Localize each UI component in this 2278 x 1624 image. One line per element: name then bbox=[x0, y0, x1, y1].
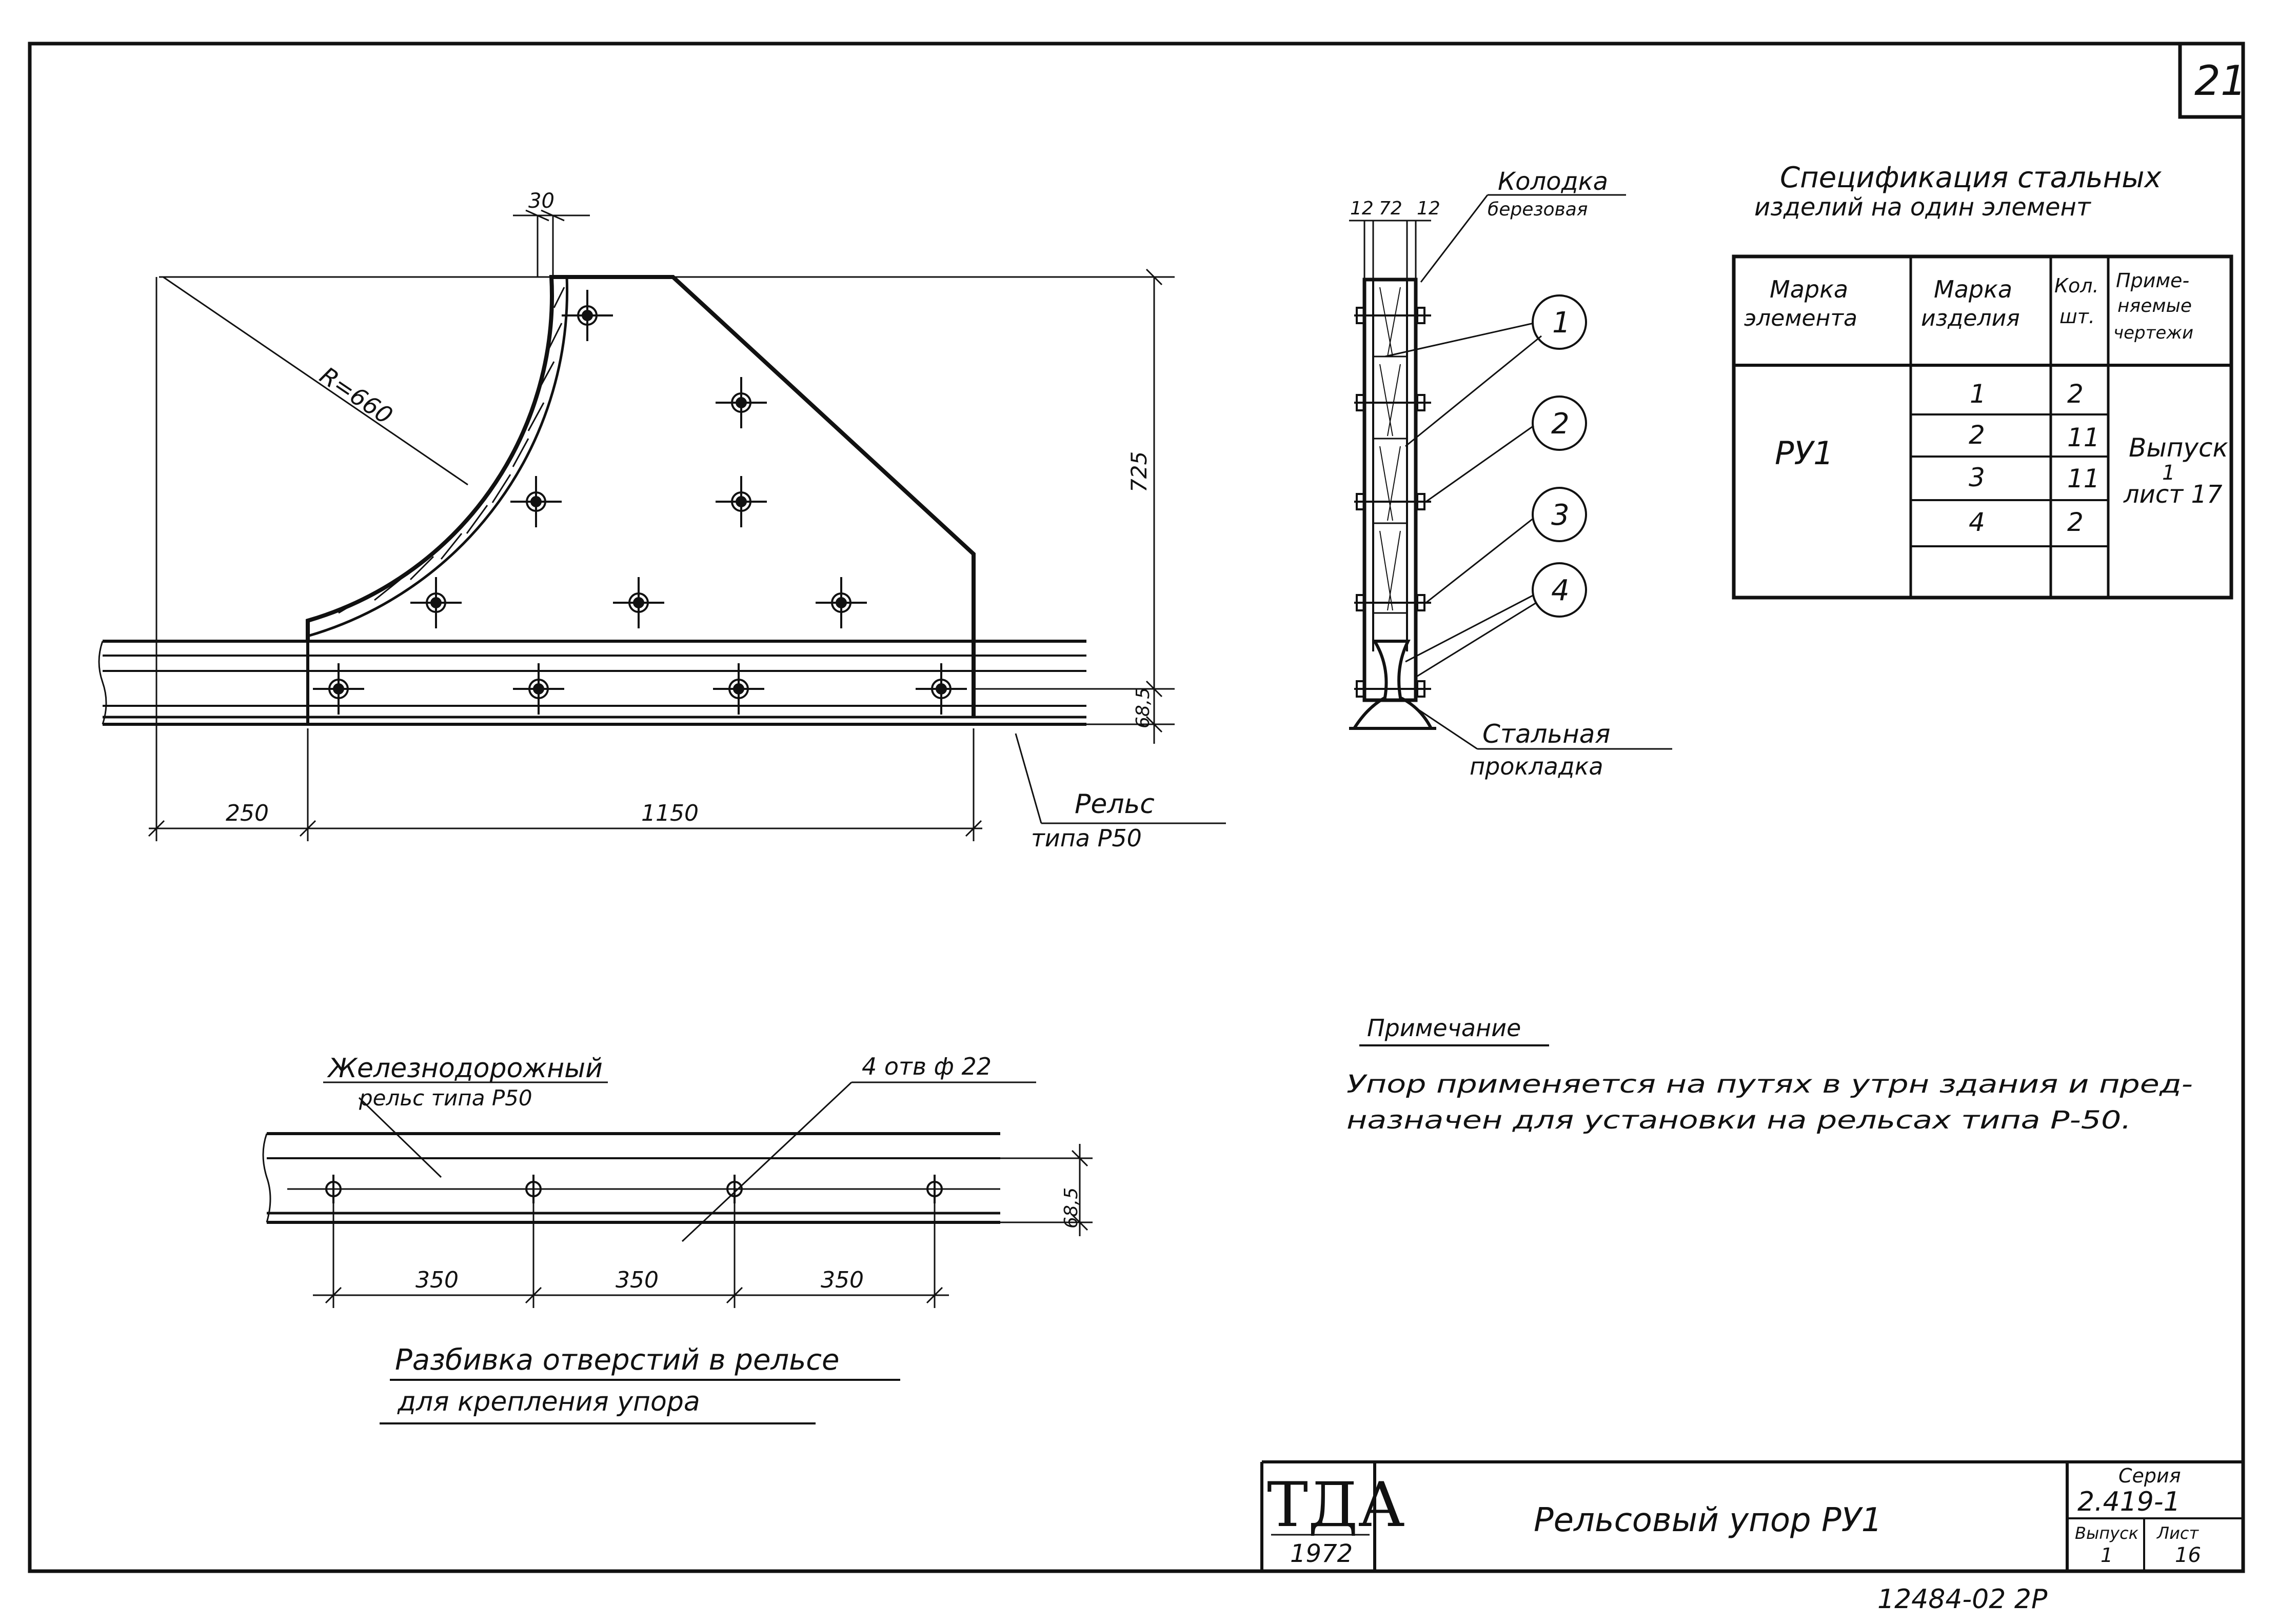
spec-header-ref-1: Приме- bbox=[2116, 269, 2189, 292]
footer-code: 12484-02 2Р bbox=[1877, 1584, 2048, 1615]
spec-row-1-item: 1 bbox=[1970, 379, 1986, 409]
hole-view-title-line1: Разбивка отверстий в рельсе bbox=[395, 1343, 839, 1377]
spec-header-qty-1: Кол. bbox=[2054, 274, 2099, 297]
section-dim-72: 72 bbox=[1379, 198, 1402, 219]
spec-ref-line1: Выпуск bbox=[2129, 433, 2228, 463]
spec-table: Спецификация стальных изделий на один эл… bbox=[1732, 161, 2233, 600]
block-label-line2: березовая bbox=[1488, 199, 1588, 220]
spec-row-4-item: 4 bbox=[1969, 507, 1985, 537]
dim-height-725: 725 bbox=[1126, 451, 1152, 492]
dim-length-1150: 1150 bbox=[641, 800, 699, 826]
section-dim-12-left: 12 bbox=[1350, 198, 1374, 219]
bolt-pattern bbox=[313, 290, 967, 715]
issue-value: 1 bbox=[2101, 1544, 2113, 1567]
sheet-label: Лист bbox=[2156, 1523, 2199, 1543]
hole-view-title-line2: для крепления упора bbox=[397, 1387, 700, 1417]
sheet-number: 21 bbox=[2194, 57, 2247, 105]
rail-side-view bbox=[98, 640, 1086, 726]
title-block: ТДА 1972 Рельсовый упор РУ1 Серия 2.419-… bbox=[1260, 1460, 2243, 1571]
callout-3: 3 bbox=[1551, 499, 1570, 532]
spec-row-2-qty: 11 bbox=[2067, 423, 2100, 452]
wood-block bbox=[307, 275, 569, 638]
dim-rail-height: 68,5 bbox=[1133, 687, 1154, 728]
logo: ТДА bbox=[1267, 1470, 1404, 1541]
spec-header-ref-3: чертежи bbox=[2113, 323, 2193, 343]
spec-title-line1: Спецификация стальных bbox=[1780, 161, 2162, 194]
dim-left-250: 250 bbox=[226, 800, 269, 826]
sheet-value: 16 bbox=[2175, 1543, 2201, 1567]
callout-2: 2 bbox=[1551, 407, 1570, 441]
holes-label: 4 отв ф 22 bbox=[862, 1053, 992, 1080]
hole-layout-view: Железнодорожный рельс типа Р50 4 отв ф 2… bbox=[262, 1053, 1093, 1424]
spec-row-3-item: 3 bbox=[1969, 463, 1985, 492]
issue-label: Выпуск bbox=[2075, 1523, 2139, 1543]
series-label: Серия bbox=[2118, 1464, 2181, 1487]
dim-top-30: 30 bbox=[528, 189, 554, 213]
plate-label-line2: прокладка bbox=[1470, 752, 1603, 780]
hole-spacing-3: 350 bbox=[821, 1267, 864, 1293]
spec-element-mark: РУ1 bbox=[1775, 434, 1834, 472]
spec-ref-line2: 1 bbox=[2162, 461, 2175, 485]
hole-view-dim-rail-height: 68,5 bbox=[1061, 1187, 1082, 1229]
hole-view-label-line1: Железнодорожный bbox=[327, 1053, 603, 1084]
plate-label-line1: Стальная bbox=[1482, 719, 1611, 749]
spec-row-2-item: 2 bbox=[1969, 420, 1985, 450]
section-view: 12 72 12 Колодка березовая 1 2 3 4 Сталь… bbox=[1349, 167, 1672, 780]
note: Примечание Упор применяется на путях в у… bbox=[1346, 1014, 2193, 1135]
rail-label-line2: типа Р50 bbox=[1031, 824, 1142, 852]
title-name: Рельсовый упор РУ1 bbox=[1534, 1501, 1882, 1539]
spec-header-element-2: элемента bbox=[1744, 305, 1857, 331]
spec-header-ref-2: няемые bbox=[2117, 295, 2192, 316]
spec-row-1-qty: 2 bbox=[2067, 379, 2084, 409]
rail-label-line1: Рельс bbox=[1075, 789, 1155, 820]
note-line2: назначен для установки на рельсах типа Р… bbox=[1346, 1106, 2131, 1135]
stop-plate-outline bbox=[306, 275, 976, 718]
series-value: 2.419-1 bbox=[2077, 1487, 2181, 1517]
note-line1: Упор применяется на путях в утрн здания … bbox=[1346, 1070, 2193, 1099]
spec-ref-line3: лист 17 bbox=[2123, 480, 2223, 509]
hole-view-label-line2: рельс типа Р50 bbox=[359, 1085, 532, 1111]
main-view: 30 R=660 725 68,5 250 1150 Рельс типа Р5… bbox=[98, 189, 1226, 852]
hole-spacing-2: 350 bbox=[616, 1267, 659, 1293]
spec-row-3-qty: 11 bbox=[2067, 464, 2100, 493]
spec-title-line2: изделий на один элемент bbox=[1754, 193, 2092, 222]
note-heading: Примечание bbox=[1367, 1014, 1521, 1042]
block-label-line1: Колодка bbox=[1498, 167, 1608, 196]
spec-header-qty-2: шт. bbox=[2059, 305, 2095, 328]
spec-header-item-2: изделия bbox=[1921, 305, 2020, 331]
spec-header-element-1: Марка bbox=[1770, 275, 1848, 303]
spec-row-4-qty: 2 bbox=[2067, 507, 2084, 537]
sheet-frame bbox=[28, 42, 2245, 1573]
spec-header-item-1: Марка bbox=[1934, 275, 2012, 303]
callout-4: 4 bbox=[1551, 574, 1570, 607]
dim-radius: R=660 bbox=[315, 361, 398, 429]
title-year: 1972 bbox=[1290, 1539, 1353, 1568]
callout-1: 1 bbox=[1552, 306, 1571, 340]
sheet-number-box bbox=[2178, 44, 2243, 119]
section-dim-12-right: 12 bbox=[1417, 198, 1440, 219]
hole-spacing-1: 350 bbox=[415, 1267, 459, 1293]
